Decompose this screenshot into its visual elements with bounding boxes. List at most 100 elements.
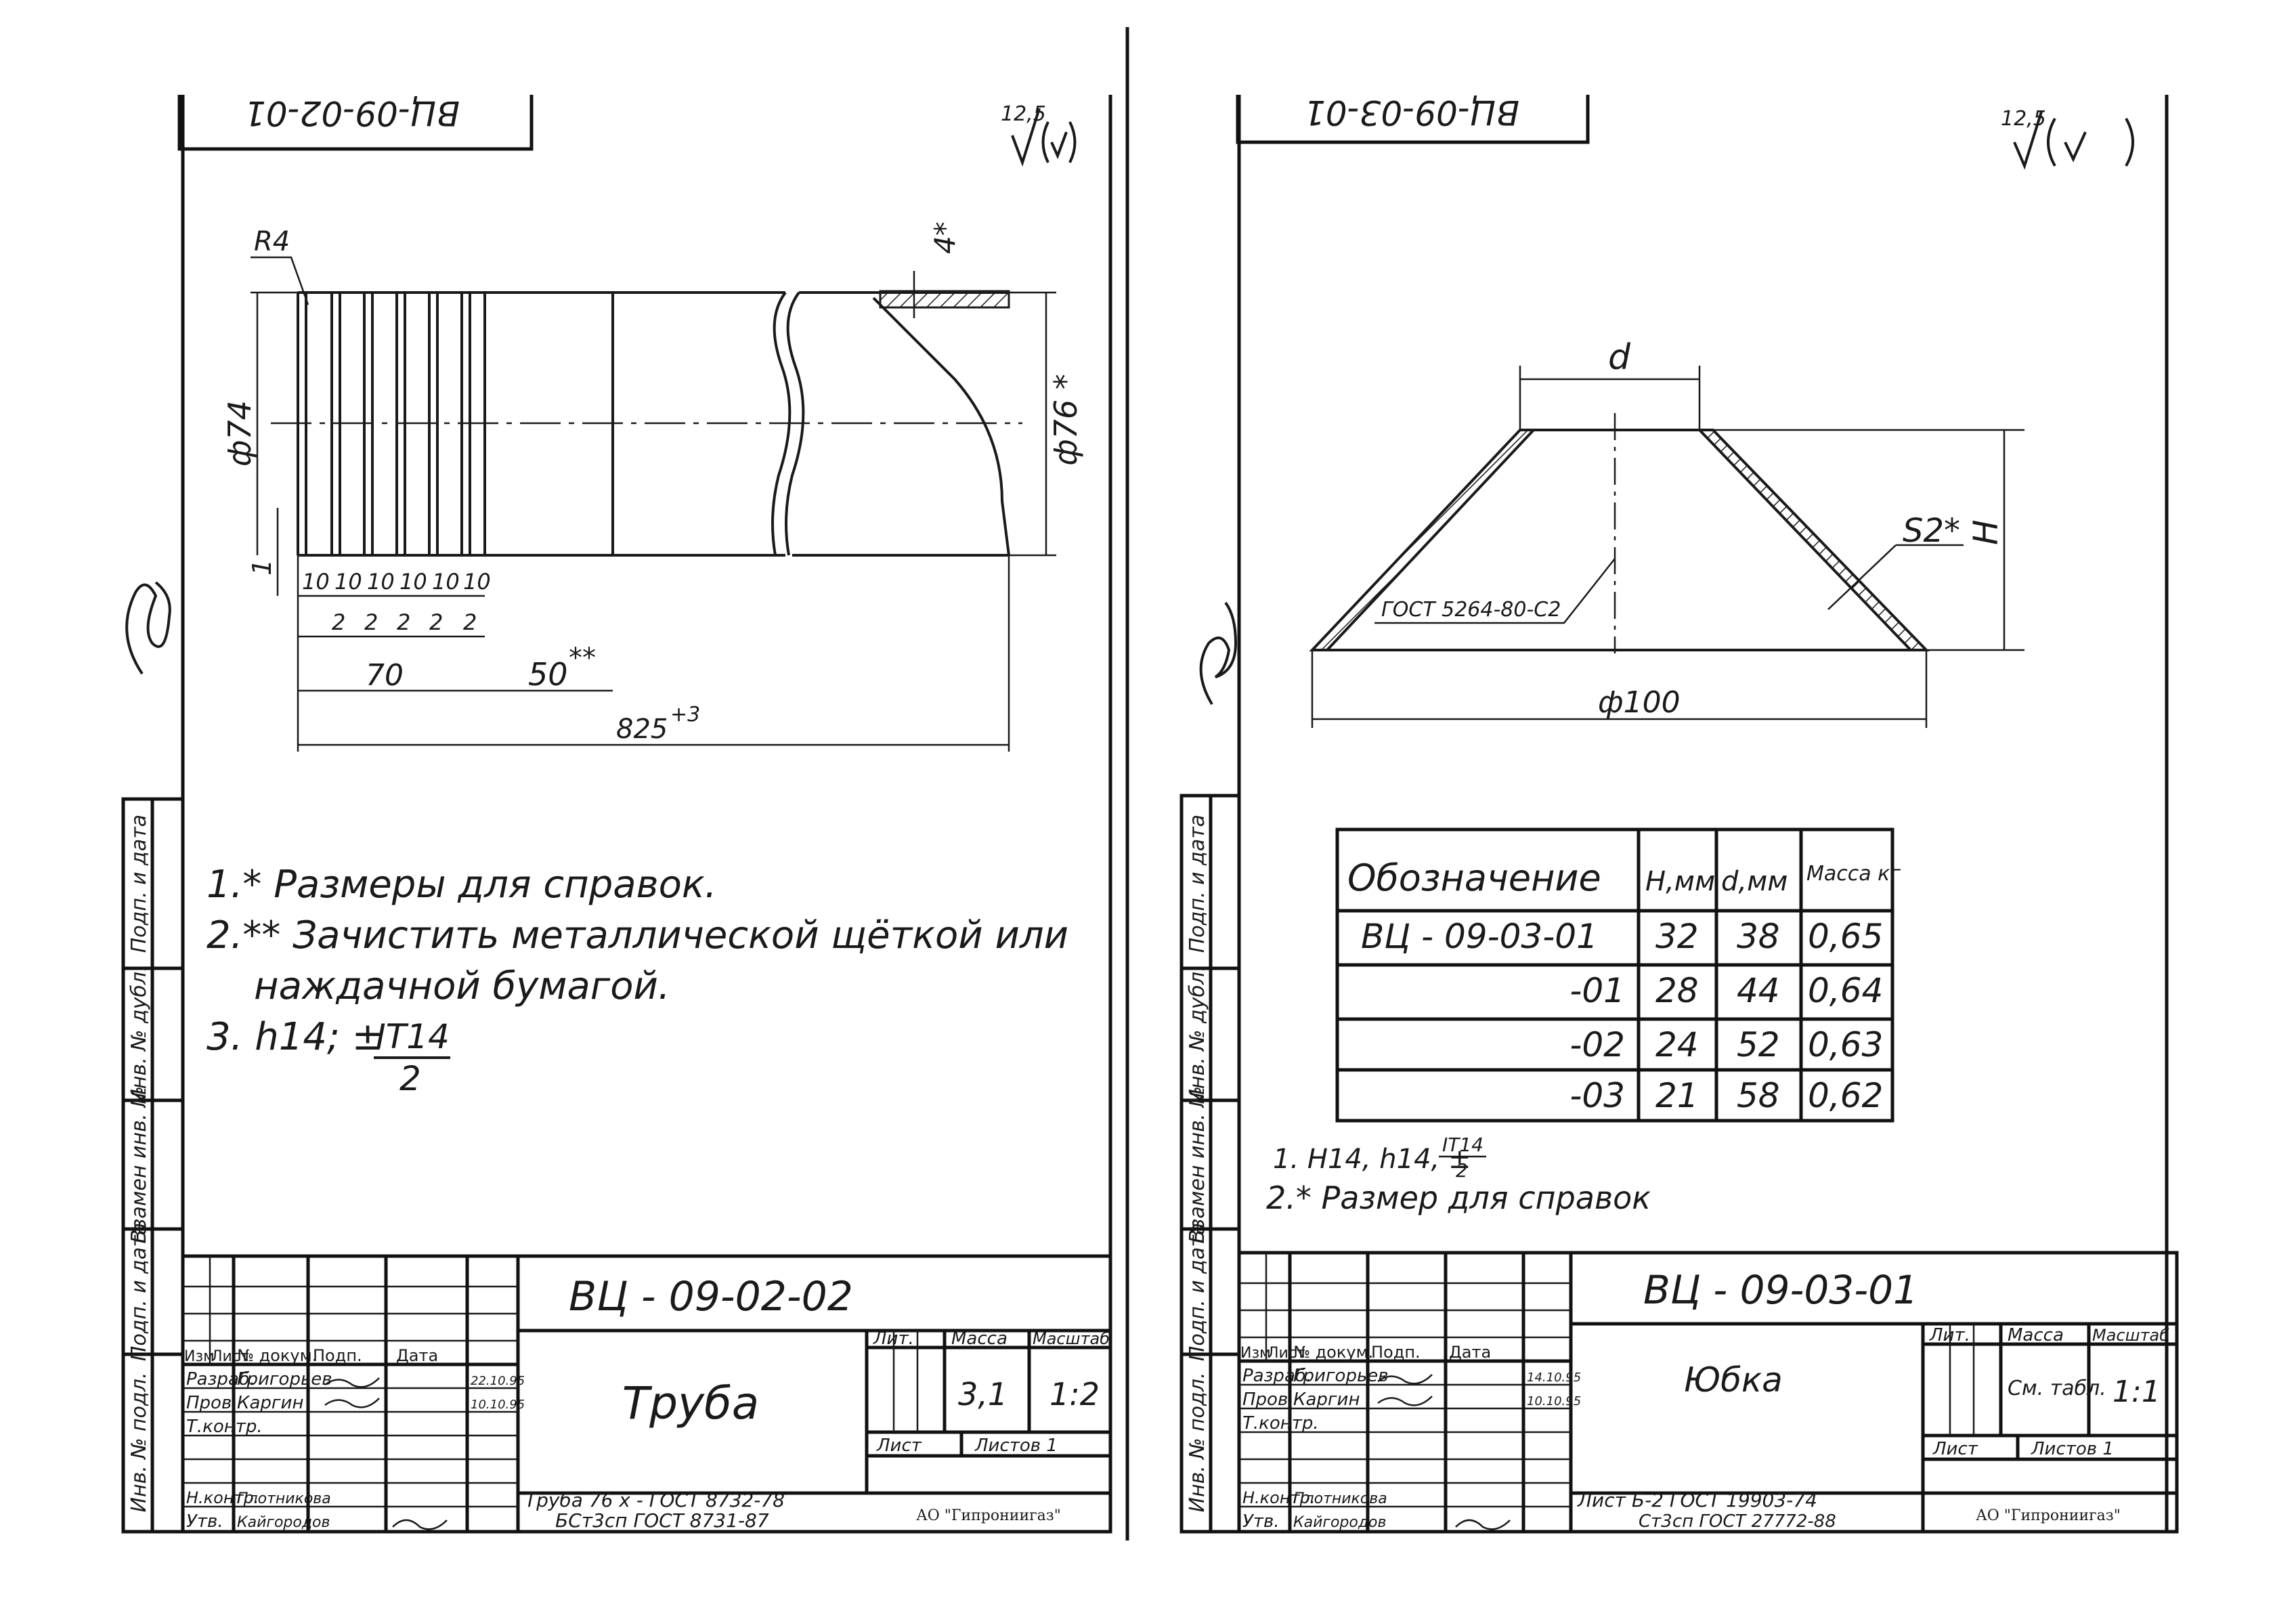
table-cell: ВЦ - 09-03-01 [1361, 917, 1598, 956]
len-70: 70 [366, 658, 404, 693]
table-cell: 44 [1737, 971, 1780, 1010]
side-label: Взамен инв. № [127, 1086, 151, 1243]
tb-mass: 3,1 [958, 1376, 1008, 1413]
right-top-code: ВЦ-09-03-01 [1304, 93, 1519, 132]
tb-mass-label: Масса [2008, 1325, 2064, 1345]
note-line: 1. Н14, h14, ± [1273, 1144, 1471, 1175]
right-title-block: Изм Лист № докум. Подп. Дата Разраб. Гри… [1237, 1251, 2179, 1534]
svg-text:12,5: 12,5 [1001, 102, 1046, 126]
tb-role: Пров. [186, 1393, 238, 1413]
tb-material: Труба 76 х - ГОСТ 8732-78 [525, 1489, 785, 1511]
tb-role: Н.контр. [186, 1488, 259, 1507]
tb-person: Кайгородов [237, 1514, 330, 1531]
tb-role: Пров. [1242, 1389, 1294, 1410]
side-label: Инв. № дубл. [127, 965, 151, 1104]
tb-role: Разраб. [1242, 1366, 1312, 1386]
note-line: наждачной бумагой. [254, 964, 670, 1008]
table-cell: 58 [1737, 1076, 1780, 1115]
table-cell: -03 [1569, 1076, 1625, 1115]
dia-dim: ф100 [1598, 685, 1681, 720]
tb-material: Лист Б-2 ГОСТ 19903-74 [1577, 1489, 1817, 1511]
note-fraction-num: IT14 [376, 1017, 450, 1056]
groove-width: 10 [302, 569, 330, 595]
note-line: 2.* Размер для справок [1266, 1180, 1651, 1216]
groove-gap: 2 [332, 609, 345, 635]
tb-header: Изм [184, 1348, 215, 1365]
tb-person: Каргин [1293, 1389, 1360, 1410]
tb-header: Лист [1268, 1345, 1305, 1362]
len-50-sup: ** [569, 643, 596, 674]
table-cell: 0,63 [1808, 1025, 1883, 1064]
table-header: Обозначение [1347, 857, 1601, 899]
len-50: 50 [528, 656, 568, 693]
side-label: Взамен инв. № [1186, 1086, 1209, 1243]
tb-person: Григорьев [1293, 1366, 1389, 1386]
weld-note: ГОСТ 5264-80-С2 [1381, 598, 1561, 622]
note-fraction-den: 2 [1456, 1159, 1468, 1182]
tb-date: 10.10.95 [471, 1398, 525, 1412]
wall-dim: 4* [928, 221, 961, 254]
note-line: 1.* Размеры для справок. [207, 863, 717, 907]
tb-header: Подп. [313, 1346, 362, 1365]
tb-header: Дата [396, 1346, 438, 1365]
tb-code: ВЦ - 09-02-02 [569, 1273, 853, 1320]
tb-header: Дата [1449, 1343, 1491, 1362]
spec-table: Обозначение Н,мм d,мм Масса кг ВЦ - 09-0… [1335, 827, 1901, 1123]
groove-width: 10 [334, 569, 362, 595]
side-label: Подп. и дата [127, 815, 151, 953]
len-825-sup: +3 [670, 703, 700, 727]
left-sheet: ВЦ-09-02-01 12,5 [121, 93, 1112, 1534]
side-label: Инв. № подл. [127, 1373, 151, 1513]
tb-header: Подп. [1371, 1343, 1421, 1362]
groove-gap: 2 [364, 609, 378, 635]
h-dim: H [1966, 519, 2006, 545]
groove-gap: 2 [429, 609, 443, 635]
tb-lit-label: Лит. [1929, 1325, 1970, 1345]
tb-role: Утв. [1242, 1511, 1280, 1532]
groove-dims: 10 10 10 10 10 10 2 2 2 2 2 [298, 569, 491, 638]
len-825: 825 [616, 714, 668, 745]
table-cell: 32 [1655, 917, 1699, 956]
table-cell: 24 [1655, 1025, 1699, 1064]
groove-width: 10 [432, 569, 460, 595]
tb-sheet: Лист [876, 1436, 922, 1456]
groove-width: 10 [399, 569, 427, 595]
tb-header: № докум. [1293, 1343, 1373, 1362]
left-title-block: Изм Лист № докум. Подп. Дата Разраб. Гри… [181, 1254, 1112, 1534]
side-label: Подп. и дата [127, 1223, 151, 1361]
left-top-code: ВЦ-09-02-01 [244, 93, 460, 133]
table-header: Н,мм [1645, 866, 1715, 897]
tb-org: АО "Гипрониигаз" [1976, 1507, 2121, 1524]
note-fraction-den: 2 [399, 1059, 421, 1098]
tb-role: Разраб. [186, 1369, 255, 1389]
table-cell: 0,65 [1808, 917, 1883, 956]
left-side-strip: Подп. и дата Инв. № дубл. Взамен инв. № … [121, 797, 185, 1534]
tb-role: Утв. [186, 1511, 223, 1532]
table-header: Масса кг [1806, 862, 1901, 886]
margin-signature [125, 581, 171, 675]
dim-one: 1 [247, 559, 277, 576]
dia-left-dim: ф74 [221, 400, 258, 467]
table-cell: 0,64 [1808, 971, 1883, 1010]
margin-signature [1199, 601, 1238, 706]
tb-scale-label: Масштаб [2092, 1326, 2169, 1345]
tb-sheet: Лист [1932, 1439, 1978, 1459]
tb-person: Каргин [237, 1393, 303, 1413]
table-cell: 21 [1655, 1076, 1699, 1115]
tb-role: Т.контр. [1242, 1413, 1319, 1433]
tb-person: Григорьев [237, 1369, 332, 1389]
tb-material: БСт3сп ГОСТ 8731-87 [555, 1509, 769, 1532]
tb-date: 22.10.95 [471, 1374, 525, 1388]
table-header: d,мм [1721, 866, 1788, 897]
right-roughness-symbol: 12,5 [2001, 107, 2134, 170]
dia-right-dim: ф76 * [1047, 374, 1084, 465]
groove-gap: 2 [397, 609, 410, 635]
tb-material: Ст3сп ГОСТ 27772-88 [1639, 1511, 1836, 1532]
tb-sheets: Листов 1 [2031, 1439, 2114, 1459]
table-cell: -02 [1569, 1025, 1625, 1064]
tb-mass-label: Масса [951, 1329, 1008, 1349]
tb-name: Юбка [1684, 1360, 1783, 1400]
tb-person: Плотникова [237, 1490, 331, 1507]
d-dim: d [1608, 337, 1631, 378]
table-cell: 38 [1737, 917, 1780, 956]
